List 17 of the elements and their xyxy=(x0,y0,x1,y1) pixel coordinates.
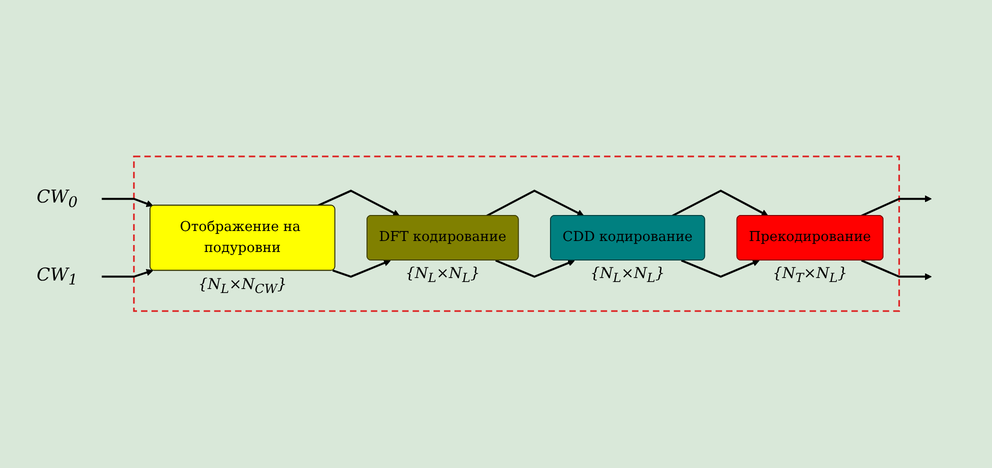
node-text: CW$_{1}$ xyxy=(36,265,78,289)
arrow xyxy=(486,190,584,217)
node-text: CW$_{0}$ xyxy=(36,187,78,212)
arrow xyxy=(861,260,932,280)
arrow xyxy=(672,190,768,217)
arrow xyxy=(495,260,575,278)
matrix-size-label: {N$_{L}$×N$_{CW}$} xyxy=(198,274,287,296)
cluster xyxy=(133,156,900,312)
arrow xyxy=(332,260,391,278)
arrow xyxy=(861,196,932,218)
arrow xyxy=(318,190,400,216)
arrow xyxy=(102,198,154,208)
arrow xyxy=(680,260,760,278)
arrow xyxy=(102,269,154,278)
matrix-size-label: {N$_{L}$×N$_{L}$} xyxy=(590,264,665,286)
matrix-size-label: {N$_{T}$×N$_{L}$} xyxy=(772,264,848,286)
matrix-size-label: {N$_{L}$×N$_{L}$} xyxy=(405,264,480,286)
